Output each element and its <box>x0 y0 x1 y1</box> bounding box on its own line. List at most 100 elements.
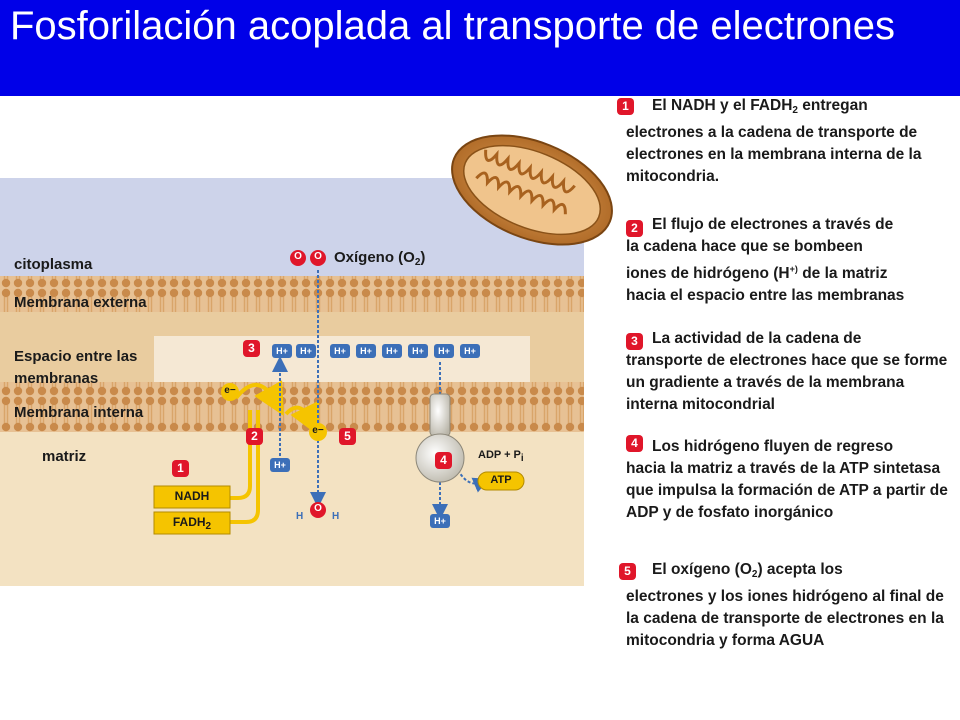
proton-chip-2 <box>296 344 316 358</box>
water-h-left: H <box>296 511 304 522</box>
adp-label-text: ADP + P <box>478 449 521 461</box>
fadh2-label-text: FADH <box>172 515 206 529</box>
label-espacio-1: Espacio entre las <box>14 348 138 365</box>
electron-carrier-1 <box>221 383 239 401</box>
proton-label-3: H+ <box>334 346 346 356</box>
step-5-rest: electrones y los iones hidrógeno al fina… <box>626 588 944 649</box>
adp-label: ADP + Pi <box>478 449 524 464</box>
outer-membrane <box>0 276 584 312</box>
step-3: La actividad de la cadena de transporte … <box>626 328 950 416</box>
electron-carrier-2 <box>309 423 327 441</box>
step-1: El NADH y el FADH2 entregan electrones a… <box>626 95 950 188</box>
matrix-region <box>0 432 584 586</box>
atp-synthase-stalk <box>429 393 451 437</box>
step-4-text: Los hidrógeno fluyen de regreso <box>652 438 894 455</box>
diagram-badge-2: 2 <box>246 428 263 445</box>
water-h-right: H <box>332 511 340 522</box>
mitochondrion-cristae <box>484 149 576 194</box>
label-membrana-externa: Membrana externa <box>14 294 147 311</box>
water-oxygen-letter: O <box>314 503 322 514</box>
proton-chip-6 <box>408 344 428 358</box>
proton-label-6: H+ <box>412 346 424 356</box>
adp-label-sub: i <box>520 453 524 464</box>
step-1-rest: electrones a la cadena de transporte de … <box>626 124 922 185</box>
step-badge-3: 3 <box>626 333 643 350</box>
diagram-badge-5: 5 <box>339 428 356 445</box>
step-3-text: La actividad de la cadena de <box>652 330 862 347</box>
step-1-text-b: entregan <box>797 97 868 114</box>
step-2-rest: hacia el espacio entre las membranas <box>626 287 905 304</box>
oxygen-letter-2: O <box>314 251 322 262</box>
nadh-label: NADH <box>174 489 210 503</box>
step-2-line-3a: iones de hidrógeno (H <box>626 265 790 282</box>
proton-label-synthase: H+ <box>434 516 446 526</box>
step-badge-1: 1 <box>617 98 634 115</box>
proton-label-4: H+ <box>360 346 372 356</box>
fadh2-box <box>153 511 231 535</box>
step-4-rest: hacia la matriz a través de la ATP sinte… <box>626 460 948 521</box>
diagram-badge-4: 4 <box>435 452 452 469</box>
label-membrana-interna: Membrana interna <box>14 404 144 421</box>
proton-chip-1 <box>272 344 292 358</box>
label-matriz: matriz <box>42 448 87 465</box>
oxygen-letter-1: O <box>294 251 302 262</box>
label-oxigeno: Oxígeno (O2) <box>334 247 425 273</box>
step-2-line-1: El flujo de electrones a través de <box>652 216 894 233</box>
fadh2-label-sub: 2 <box>205 521 212 532</box>
nadh-box <box>153 485 231 509</box>
step-1-sub: 2 <box>792 105 798 116</box>
fadh2-label: FADH2 <box>154 515 230 532</box>
step-2-sup: +) <box>789 264 798 274</box>
electron-path-arc-1 <box>234 380 284 416</box>
proton-chip-matrix <box>270 458 290 472</box>
oxygen-atom-2 <box>310 250 326 266</box>
proton-chip-7 <box>434 344 454 358</box>
label-oxigeno-text: Oxígeno (O <box>334 249 415 266</box>
step-badge-4: 4 <box>626 435 643 452</box>
mitochondrion-cristae-2 <box>475 171 567 215</box>
step-4: Los hidrógeno fluyen de regreso hacia la… <box>626 436 950 524</box>
title-bar: Fosforilación acoplada al transporte de … <box>0 0 960 96</box>
diagram-badge-3: 3 <box>243 340 260 357</box>
mitochondrion-illustration <box>451 134 613 246</box>
electron-label-2: e− <box>312 425 324 436</box>
step-2: El flujo de electrones a través de la ca… <box>626 214 950 307</box>
diagram-badge-1: 1 <box>172 460 189 477</box>
proton-chip-8 <box>460 344 480 358</box>
label-oxigeno-close: ) <box>420 249 426 266</box>
step-5-text-a: El oxígeno (O <box>652 561 752 578</box>
electron-path-nadh <box>230 410 252 500</box>
proton-label-8: H+ <box>464 346 476 356</box>
proton-label-matrix: H+ <box>274 460 286 470</box>
proton-chip-5 <box>382 344 402 358</box>
step-5-sub: 2 <box>751 569 758 580</box>
proton-panel <box>154 336 530 382</box>
label-citoplasma: citoplasma <box>14 256 93 273</box>
step-5: El oxígeno (O2) acepta los electrones y … <box>626 559 950 652</box>
step-2-line-2: la cadena hace que se bombeen <box>626 238 863 255</box>
proton-label-5: H+ <box>386 346 398 356</box>
step-2-line-3b: de la matriz <box>797 265 888 282</box>
step-badge-5: 5 <box>619 563 636 580</box>
proton-row <box>270 344 480 528</box>
step-badge-2: 2 <box>626 220 643 237</box>
step-1-text-a: El NADH y el FADH <box>652 97 793 114</box>
proton-chip-3 <box>330 344 350 358</box>
electron-path-fadh2 <box>230 410 260 524</box>
water-oxygen <box>310 502 326 518</box>
electron-label-1: e− <box>224 385 236 396</box>
proton-label-1: H+ <box>276 346 288 356</box>
oxygen-atom-1 <box>290 250 306 266</box>
proton-chip-synthase <box>430 514 450 528</box>
proton-label-7: H+ <box>438 346 450 356</box>
step-5-text-b: ) acepta los <box>757 561 843 578</box>
atp-label: ATP <box>490 474 512 486</box>
page-title: Fosforilación acoplada al transporte de … <box>10 4 895 48</box>
atp-pill <box>477 471 525 491</box>
label-espacio-2: membranas <box>14 370 99 387</box>
proton-label-2: H+ <box>300 346 312 356</box>
label-oxigeno-sub: 2 <box>414 257 421 268</box>
proton-chip-4 <box>356 344 376 358</box>
step-3-rest: transporte de electrones hace que se for… <box>626 352 948 413</box>
